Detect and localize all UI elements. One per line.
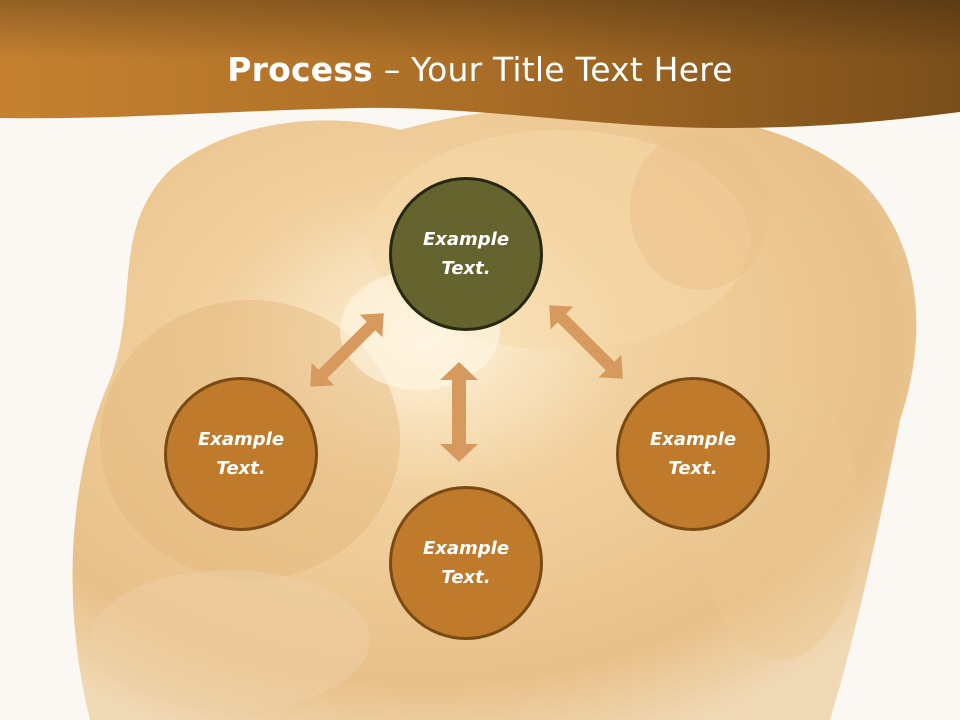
page-title: Process – Your Title Text Here <box>0 50 960 89</box>
process-node-right: Example Text. <box>616 377 770 531</box>
process-node-left: Example Text. <box>164 377 318 531</box>
node-bottom-text: Example Text. <box>422 538 510 588</box>
process-node-bottom: Example Text. <box>389 486 543 640</box>
node-right-text: Example Text. <box>649 429 737 479</box>
title-bold: Process <box>227 50 374 89</box>
node-top-text: Example Text. <box>422 229 510 279</box>
process-node-top: Example Text. <box>389 177 543 331</box>
title-rest: – Your Title Text Here <box>373 50 733 89</box>
node-left-text: Example Text. <box>197 429 285 479</box>
